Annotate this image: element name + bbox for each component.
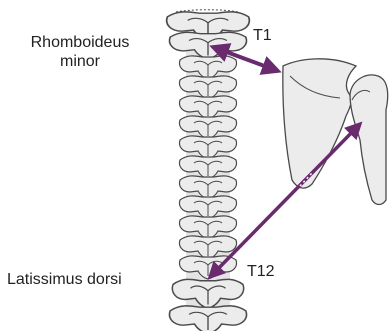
- label-rhomboideus-line1: Rhomboideus: [10, 33, 150, 52]
- label-t12: T12: [247, 262, 275, 281]
- label-latissimus-dorsi: Latissimus dorsi: [7, 270, 122, 289]
- label-t1: T1: [253, 26, 272, 45]
- label-rhomboideus-minor: Rhomboideus minor: [10, 33, 150, 71]
- scapula-icon: [283, 59, 356, 188]
- label-rhomboideus-line2: minor: [10, 52, 150, 71]
